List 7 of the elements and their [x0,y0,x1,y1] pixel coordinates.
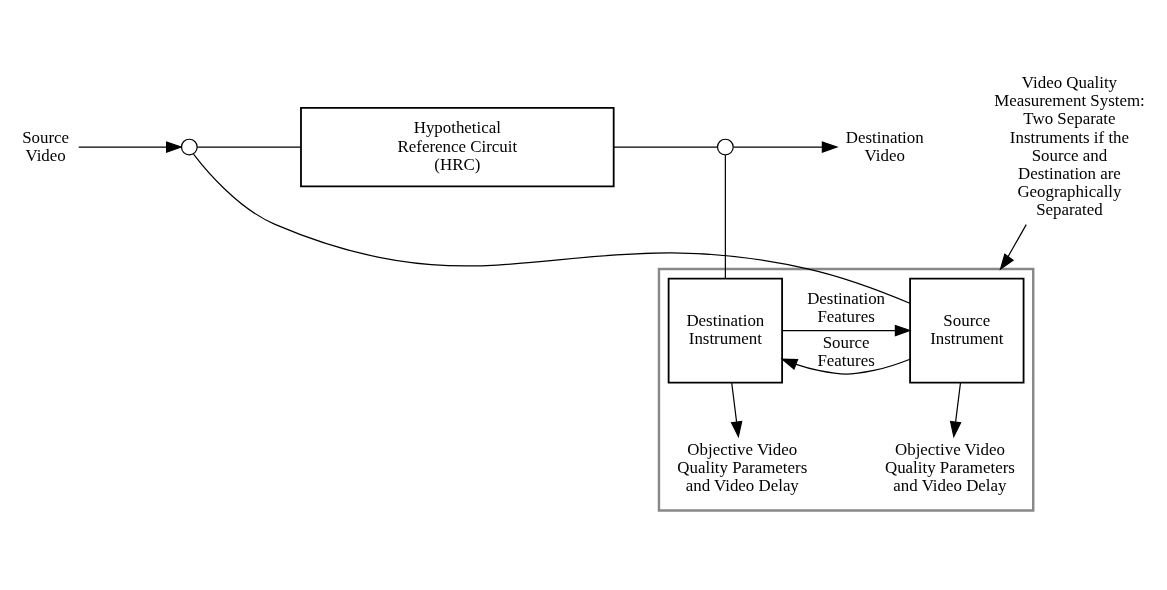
edge-label: Source Features [817,332,875,370]
node-text: Objective Video Quality Parameters and Video Delay [884,440,1015,496]
node-text: Video Quality Measurement System: Two Separate Instruments if the Source and Destination are Geographically Separated [994,73,1145,219]
edge-label: Destination Features [807,289,886,327]
node-text: Source Video [22,127,70,165]
node-text: Destination Video [845,127,924,165]
node-text: Objective Video Quality Parameters and Video Delay [677,440,808,496]
